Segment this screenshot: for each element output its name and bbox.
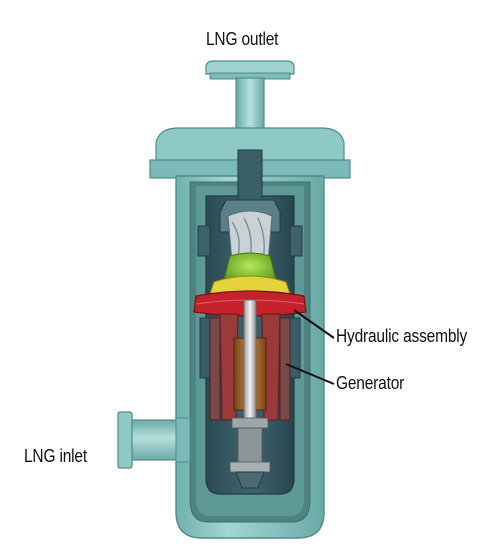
hydraulic-assembly-label: Hydraulic assembly bbox=[336, 326, 468, 346]
lng-outlet-label: LNG outlet bbox=[206, 29, 279, 49]
lower-bearing bbox=[229, 417, 271, 489]
lng-inlet-label: LNG inlet bbox=[24, 446, 87, 466]
generator-leader bbox=[285, 363, 335, 385]
generator-label: Generator bbox=[336, 373, 405, 393]
outlet-flange bbox=[205, 60, 295, 80]
inlet-pipe bbox=[117, 411, 191, 469]
hydraulic-leader bbox=[293, 309, 335, 339]
outlet-passage bbox=[237, 149, 263, 203]
